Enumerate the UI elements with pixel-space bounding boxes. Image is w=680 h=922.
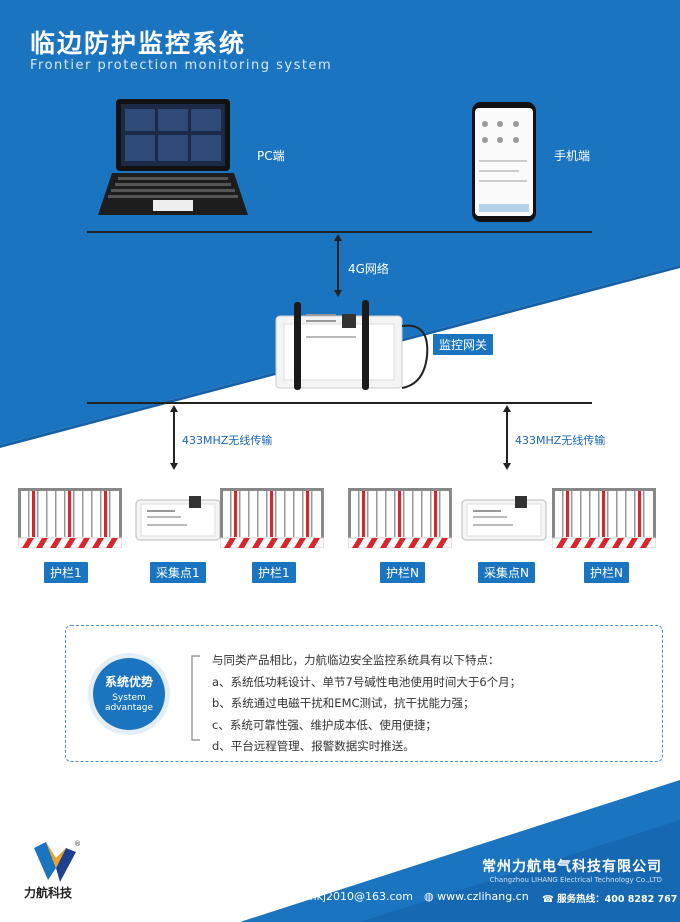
wireless-link-right bbox=[506, 411, 508, 463]
guardrail-icon bbox=[552, 488, 656, 548]
arrow-up-icon bbox=[170, 405, 178, 412]
top-bus-line bbox=[87, 231, 592, 233]
wireless-link-left bbox=[173, 411, 175, 463]
guardrail-icon bbox=[348, 488, 452, 548]
email-contact: ✉ czlhkj2010@163.com bbox=[282, 890, 413, 903]
network-link-line bbox=[337, 240, 339, 290]
page-subtitle: Frontier protection monitoring system bbox=[30, 58, 333, 73]
advantage-item: d、平台远程管理、报警数据实时推送。 bbox=[212, 739, 415, 753]
website-text[interactable]: www.czlihang.cn bbox=[437, 890, 529, 903]
advantages-intro: 与同类产品相比，力航临边安全监控系统具有以下特点： bbox=[212, 653, 500, 667]
arrow-down-icon bbox=[503, 463, 511, 470]
email-text[interactable]: czlhkj2010@163.com bbox=[294, 890, 413, 903]
arrow-down-icon bbox=[170, 463, 178, 470]
collector-device-icon bbox=[135, 496, 221, 542]
badge-subtitle-2: advantage bbox=[104, 703, 154, 713]
svg-text:®: ® bbox=[74, 840, 80, 848]
advantage-item: c、系统可靠性强、维护成本低、使用便捷； bbox=[212, 717, 437, 732]
phone-icon: ☎ bbox=[542, 894, 554, 905]
guardrail-icon bbox=[220, 488, 324, 548]
website-contact: ◍ www.czlihang.cn bbox=[424, 890, 529, 903]
mid-bus-line bbox=[87, 402, 592, 404]
wireless-label-left: 433MHZ无线传输 bbox=[182, 434, 273, 447]
advantages-list: 与同类产品相比，力航临边安全监控系统具有以下特点： a、系统低功耗设计、单节7号… bbox=[212, 650, 521, 758]
guardrail-icon bbox=[18, 488, 122, 548]
node-label: 护栏N bbox=[380, 562, 425, 583]
wireless-label-right: 433MHZ无线传输 bbox=[515, 434, 606, 447]
globe-icon: ◍ bbox=[424, 890, 434, 903]
node-label: 护栏1 bbox=[44, 562, 88, 583]
arrow-down-icon bbox=[334, 290, 342, 297]
logo-text: 力航科技 bbox=[24, 886, 73, 900]
gateway-label: 监控网关 bbox=[433, 334, 494, 355]
phone-icon bbox=[472, 102, 536, 222]
email-icon: ✉ bbox=[282, 890, 292, 903]
network-label: 4G网络 bbox=[348, 262, 389, 276]
bracket-icon bbox=[191, 655, 200, 741]
hotline-number[interactable]: 400 8282 767 bbox=[604, 894, 678, 905]
node-label: 采集点N bbox=[478, 562, 535, 583]
advantage-item: b、系统通过电磁干扰和EMC测试，抗干扰能力强； bbox=[212, 696, 475, 710]
pc-label: PC端 bbox=[251, 145, 291, 166]
phone-label: 手机端 bbox=[548, 145, 597, 166]
gateway-device-icon bbox=[275, 300, 429, 390]
badge-title: 系统优势 bbox=[104, 675, 153, 689]
advantage-item: a、系统低功耗设计、单节7号碱性电池使用时间大于6个月； bbox=[212, 674, 522, 689]
laptop-icon bbox=[98, 99, 248, 215]
advantages-badge: 系统优势 System advantage bbox=[93, 658, 165, 730]
collector-device-icon bbox=[461, 496, 547, 542]
node-label: 护栏N bbox=[584, 562, 629, 583]
company-name-en: Changzhou LIHANG Electrical Technology C… bbox=[489, 876, 662, 884]
hotline-label: 服务热线： bbox=[557, 894, 605, 905]
company-name: 常州力航电气科技有限公司 bbox=[482, 859, 662, 875]
arrow-up-icon bbox=[503, 405, 511, 412]
node-label: 采集点1 bbox=[150, 562, 206, 583]
hotline-contact: ☎ 服务热线：400 8282 767 bbox=[542, 891, 677, 905]
company-logo-icon: ® bbox=[34, 840, 80, 882]
badge-subtitle-1: System bbox=[112, 693, 146, 703]
page-title: 临边防护监控系统 bbox=[30, 29, 247, 58]
node-label: 护栏1 bbox=[252, 562, 296, 583]
arrow-up-icon bbox=[334, 234, 342, 241]
